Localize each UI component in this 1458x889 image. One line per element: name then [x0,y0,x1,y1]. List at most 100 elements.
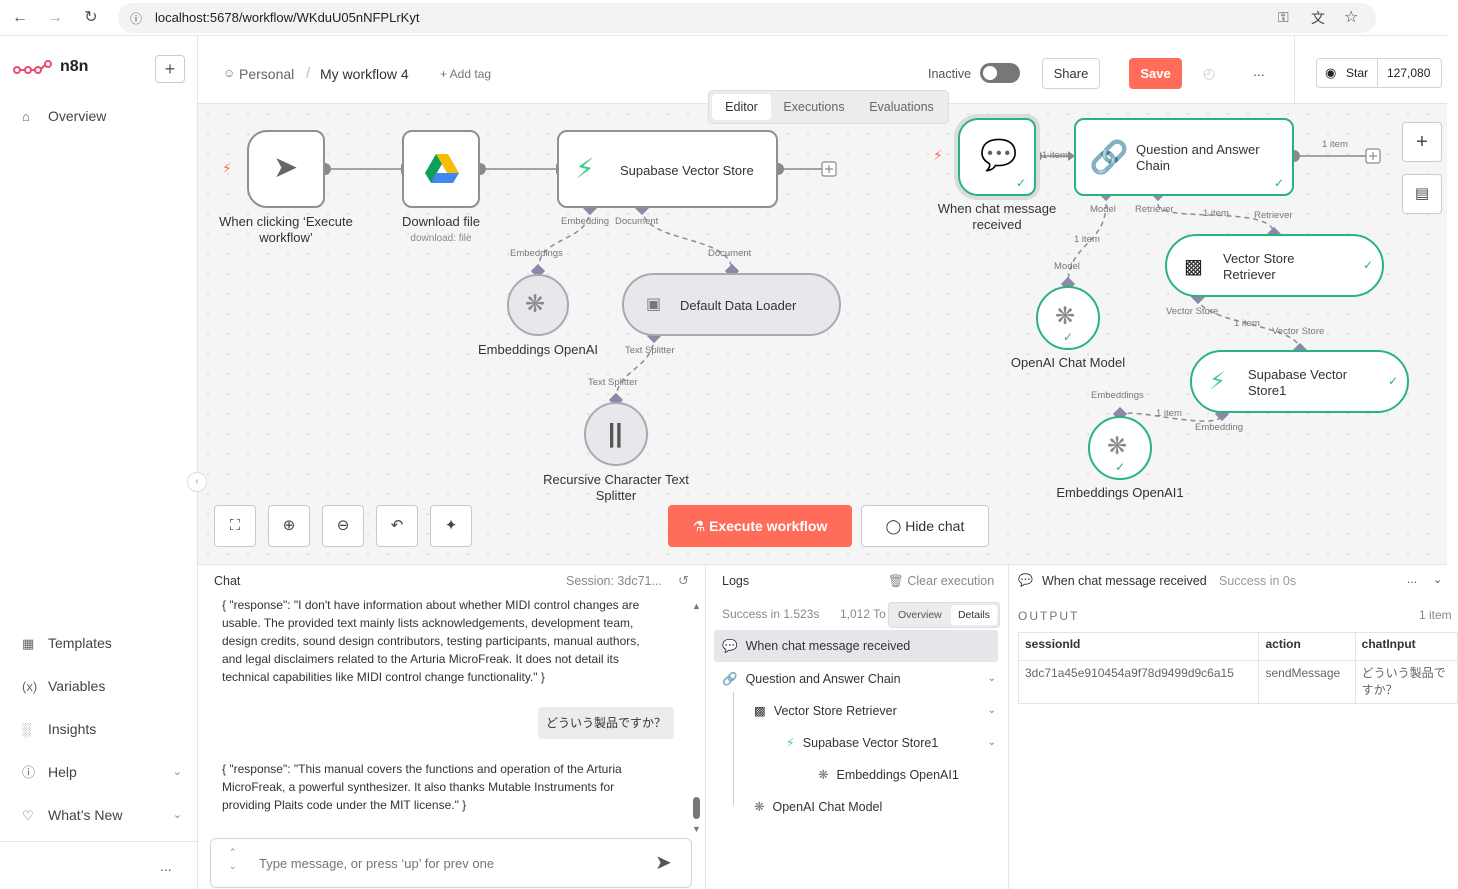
reload-icon[interactable]: ↻ [84,9,98,26]
key-icon[interactable]: ⚿ [1278,9,1289,25]
sidebar-item-overview[interactable]: ⌂Overview [22,106,106,126]
bookmark-star-icon[interactable]: ☆ [1344,9,1359,26]
chevron-down-icon[interactable]: ⌄ [987,673,996,684]
pointer-icon: ➤ [273,151,299,184]
openai-icon: ❋ [1107,433,1128,460]
forward-icon[interactable]: → [47,9,63,26]
breadcrumb-project[interactable]: Personal [239,66,295,82]
workflow-more-button[interactable]: ... [1253,63,1265,79]
log-row-openai-chat[interactable]: ❋OpenAI Chat Model [754,800,883,814]
fit-view-icon: ⛶ [229,517,241,534]
sidebar-item-templates[interactable]: ▦Templates [22,633,112,653]
hide-chat-button[interactable]: ◯ Hide chat [861,505,989,547]
node-manual-trigger[interactable]: ➤ [247,130,325,208]
node-default-data-loader[interactable]: ▣ Default Data Loader [622,273,841,336]
node-embeddings-openai1[interactable]: ❋ ✓ [1088,416,1152,480]
tidy-up-button[interactable]: ✦ [430,505,472,547]
chat-message-input[interactable] [259,852,639,874]
chevron-down-icon[interactable]: ⌄ [987,705,996,716]
fit-view-button[interactable]: ⛶ [214,505,256,547]
port-text-splitter-2: Text Splitter [588,377,638,388]
column-header: chatInput [1354,632,1458,661]
sidebar-item-whats-new[interactable]: ♡What’s New⌄ [22,805,182,825]
overview-tab[interactable]: Overview [898,609,942,621]
chevron-down-icon[interactable]: ⌄ [987,737,996,748]
zoom-out-button[interactable]: ⊖ [322,505,364,547]
tab-executions[interactable]: Executions [783,100,845,114]
address-bar[interactable]: ⓘ localhost:5678/workflow/WKduU05nNFPLrK… [118,3,1376,33]
node-embeddings-openai[interactable]: ❋ [507,274,569,336]
output-node-name: When chat message received [1042,574,1207,588]
log-row-retriever[interactable]: ▩Vector Store Retriever⌄ [754,695,1002,727]
history-arrows-icon[interactable]: ⌃⌄ [229,847,237,871]
port-document: Document [615,216,659,227]
supabase-icon: ⚡ [1209,368,1226,395]
success-check-icon: ✓ [1363,258,1374,272]
node-label-openai-chat: OpenAI Chat Model [1010,355,1126,370]
chat-panel: Chat Session: 3dc71... ↺ { "response": "… [198,564,706,889]
chat-scrollbar-thumb[interactable] [693,797,700,819]
translate-icon[interactable]: 文 [1311,10,1325,26]
zoom-in-button[interactable]: ⊕ [268,505,310,547]
node-label-download: Download file [401,214,481,229]
execute-workflow-button[interactable]: ⚗ Execute workflow [668,505,852,547]
node-label-supabase1: Supabase Vector Store1 [1248,367,1348,398]
success-check-icon: ✓ [1063,330,1074,344]
create-plus-button[interactable]: + [155,55,185,83]
site-info-icon[interactable]: ⓘ [130,12,143,26]
sidebar-item-insights[interactable]: ░Insights [22,719,96,739]
tab-evaluations[interactable]: Evaluations [869,100,934,114]
item-count-a: 1 item [1042,150,1068,161]
collapse-sidebar-chevron-icon[interactable]: ‹ [187,472,207,492]
node-qa-chain[interactable]: 🔗 Question and Answer Chain ✓ [1074,118,1294,196]
chat-session-id[interactable]: Session: 3dc71... [566,574,662,588]
node-supabase-vector-store[interactable]: ⚡ Supabase Vector Store [557,130,778,208]
chevron-down-icon[interactable]: ⌄ [1433,574,1443,586]
output-status: Success in 0s [1219,574,1297,588]
undo-button[interactable]: ↶ [376,505,418,547]
trash-icon: 🗑 [888,574,904,588]
n8n-logo-icon[interactable] [13,58,53,78]
workflow-canvas[interactable]: Editor Executions Evaluations [187,90,1447,564]
log-row-embeddings1[interactable]: ❋Embeddings OpenAI1 [818,768,959,782]
node-download-file[interactable] [402,130,480,208]
log-row-qa-chain[interactable]: 🔗Question and Answer Chain⌄ [722,663,1002,695]
output-panel: 💬 When chat message received Success in … [1009,564,1458,889]
sidebar-item-variables[interactable]: (x)Variables [22,676,105,696]
node-vector-store-retriever[interactable]: ▩ Vector Store Retriever ✓ [1165,234,1384,297]
output-more-button[interactable]: ... [1407,572,1418,586]
trigger-bolt-icon: ⚡ [222,160,232,176]
logs-panel: Logs 🗑 Clear execution Success in 1.523s… [706,564,1009,889]
share-button[interactable]: Share [1042,58,1100,89]
scroll-up-icon[interactable]: ▲ [692,601,701,611]
clear-execution-button[interactable]: 🗑 Clear execution [888,574,995,588]
add-tag-link[interactable]: + Add tag [440,67,492,81]
user-menu-more-button[interactable]: ... [160,858,172,874]
add-node-button[interactable]: + [1402,122,1442,162]
reset-session-icon[interactable]: ↺ [678,573,689,588]
history-icon[interactable]: ◴ [1203,65,1216,81]
success-check-icon: ✓ [1388,374,1399,388]
node-supabase-vector-store1[interactable]: ⚡ Supabase Vector Store1 ✓ [1190,350,1409,413]
node-recursive-text-splitter[interactable]: || [584,402,648,466]
save-button[interactable]: Save [1129,58,1182,89]
log-row-selected[interactable] [714,630,998,662]
log-row-supabase1[interactable]: ⚡Supabase Vector Store1⌄ [786,727,1002,759]
node-openai-chat-model[interactable]: ❋ ✓ [1036,286,1100,350]
scroll-down-icon[interactable]: ▼ [692,824,701,834]
sticky-note-icon[interactable]: ▤ [1402,174,1442,214]
chat-input-box[interactable]: ⌃⌄ ➤ [210,838,692,888]
github-star-widget[interactable]: ◉ Star 127,080 [1316,58,1442,88]
chevron-down-icon: ⌄ [172,809,182,821]
details-tab[interactable]: Details [951,605,997,625]
back-icon[interactable]: ← [12,9,28,26]
send-icon[interactable]: ➤ [655,852,672,874]
workflow-name[interactable]: My workflow 4 [320,66,409,82]
chat-bubbles-icon: 💬 [1018,573,1033,587]
node-chat-trigger[interactable]: 💬 ✓ [958,118,1036,196]
active-toggle[interactable] [980,63,1020,83]
item-count-c: 1 item [1203,208,1229,219]
tab-editor[interactable]: Editor [712,94,771,120]
log-row-chat-trigger[interactable]: 💬When chat message received [722,639,911,653]
